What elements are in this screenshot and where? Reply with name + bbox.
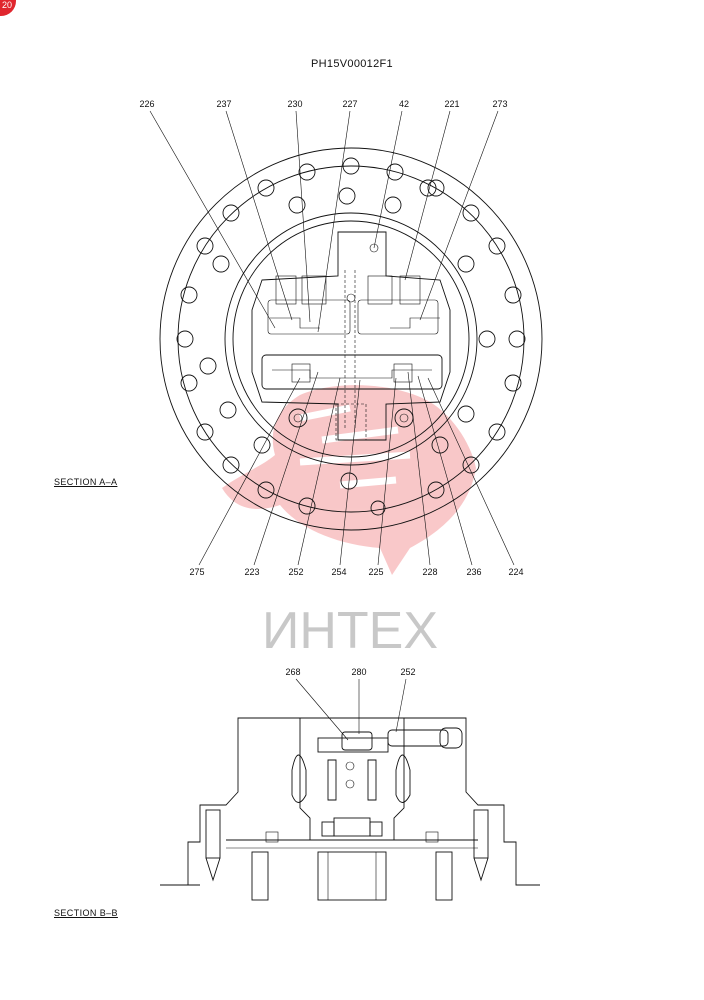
callout-label: 273	[492, 99, 507, 109]
callout-label: 224	[508, 567, 523, 577]
left-upper-spool-bore	[267, 299, 351, 335]
outer-bolt-holes	[176, 157, 526, 516]
outer-flange-ring	[159, 147, 543, 531]
callout-label: 42	[399, 99, 409, 109]
check-valve	[341, 731, 373, 751]
callout-label: 223	[244, 567, 259, 577]
section-a-label: SECTION A–A	[54, 477, 118, 487]
drawing-id: PH15V00012F1	[311, 58, 393, 70]
center-gear	[317, 851, 387, 901]
section-a-top-callouts: 226 237 230 227 42 221 273	[139, 99, 508, 333]
callout-label: 252	[288, 567, 303, 577]
lower-spool-bore	[261, 354, 443, 390]
valve-body-outline	[251, 231, 451, 441]
callout-label: 226	[139, 99, 154, 109]
callout-label: 228	[422, 567, 437, 577]
center-block	[333, 817, 371, 837]
page-number: 20	[1, 0, 12, 10]
right-upper-spool-bore	[357, 299, 439, 335]
callout-label: 275	[189, 567, 204, 577]
section-b-drawing	[160, 717, 540, 901]
right-bolt	[473, 809, 489, 859]
callout-label: 230	[287, 99, 302, 109]
watermark-text: ИНТЕХ	[262, 602, 438, 660]
callout-label: 268	[285, 667, 300, 677]
housing-outline	[160, 717, 540, 886]
hub-inner-ring	[232, 220, 470, 458]
section-a-bottom-callouts: 275 223 252 254 225 228 236 224	[189, 371, 524, 577]
left-passage	[299, 718, 311, 840]
callout-label: 236	[466, 567, 481, 577]
section-b-callouts: 268 280 252	[285, 667, 416, 741]
cross-passage	[317, 737, 389, 753]
right-passage	[393, 718, 405, 840]
callout-label: 221	[444, 99, 459, 109]
flange-bolt-circle-ring	[177, 165, 525, 513]
callout-label: 237	[216, 99, 231, 109]
callout-label: 227	[342, 99, 357, 109]
callout-label: 280	[351, 667, 366, 677]
left-bolt	[205, 809, 221, 859]
callout-label: 225	[368, 567, 383, 577]
right-fitting	[387, 729, 449, 747]
inner-bolt-holes	[199, 179, 496, 490]
callout-label: 252	[400, 667, 415, 677]
callout-label: 254	[331, 567, 346, 577]
section-b-label: SECTION B–B	[54, 908, 118, 918]
